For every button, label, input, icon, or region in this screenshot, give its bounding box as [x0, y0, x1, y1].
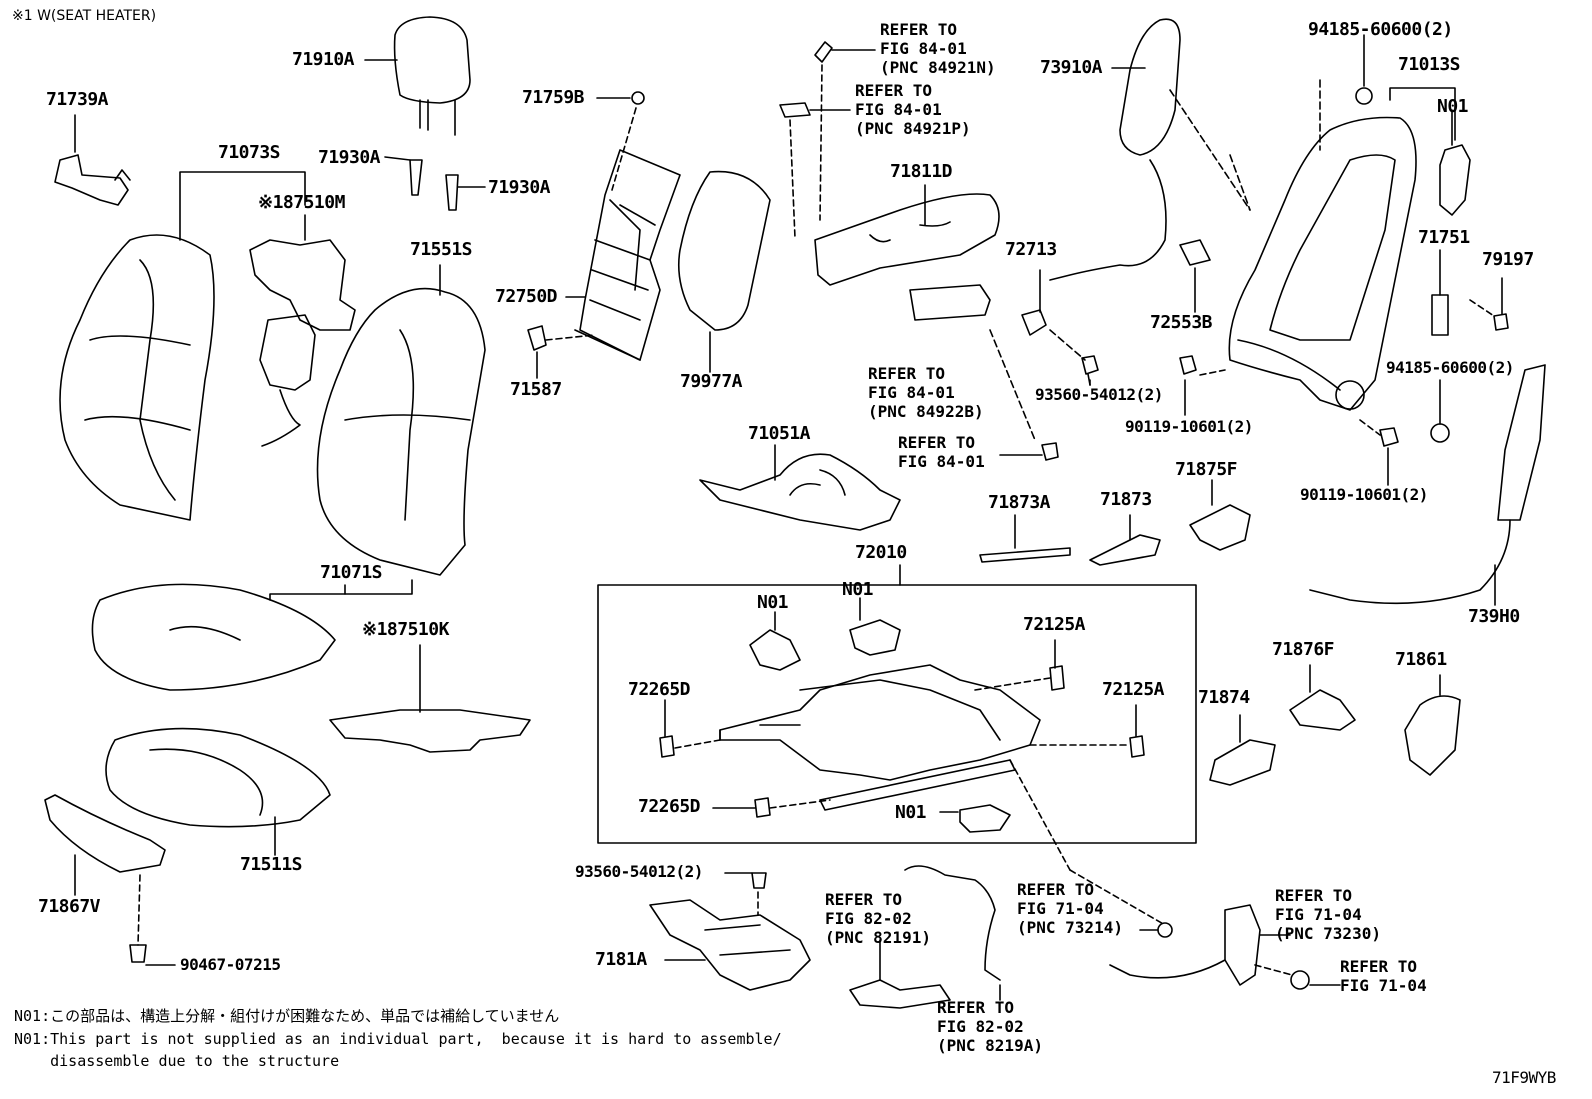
refer-note: REFER TO FIG 84-01 [898, 433, 985, 471]
side-cover-drawing [44, 794, 166, 873]
part-label: 71875F [1175, 459, 1238, 480]
side-shield-drawing [814, 193, 1000, 286]
part-label: 71874 [1198, 687, 1250, 708]
cushion-heater-drawing [329, 709, 531, 753]
seatback-heater-drawing [249, 239, 356, 447]
cover-parts-drawing [779, 41, 833, 118]
clip-90467-drawing [129, 944, 147, 963]
footnote-english-2: disassemble due to the structure [14, 1052, 340, 1070]
refer-note: REFER TO FIG 84-01 (PNC 84922B) [868, 364, 984, 421]
part-label: 73910A [1040, 57, 1103, 78]
clip-71587-drawing [527, 325, 547, 351]
part-label: 71861 [1395, 649, 1447, 670]
refer-note: REFER TO FIG 84-01 (PNC 84921N) [880, 20, 996, 77]
refer-note: REFER TO FIG 71-04 (PNC 73230) [1275, 886, 1381, 943]
seatback-cover-drawing [59, 234, 215, 521]
part-label: 71013S [1398, 54, 1461, 75]
motors-drawing [749, 619, 1011, 833]
seatback-frame-drawing [1228, 116, 1417, 411]
seatback-pad-drawing [316, 287, 486, 576]
lever-parts-drawing [1209, 689, 1461, 786]
part-label: 71867V [38, 896, 101, 917]
part-label: 94185-60600(2) [1386, 358, 1514, 377]
refer-note: REFER TO FIG 71-04 [1340, 957, 1427, 995]
part-label: N01 [842, 579, 874, 600]
part-label: 739H0 [1468, 606, 1520, 627]
part-label: N01 [895, 802, 927, 823]
part-label: ※187510M [258, 192, 345, 213]
seatback-board-drawing [677, 170, 771, 331]
seat-track-box [597, 584, 1197, 844]
part-label: N01 [1437, 96, 1469, 117]
part-label: 71511S [240, 854, 303, 875]
seat-cushion-cover-drawing [91, 583, 336, 691]
part-label: 93560-54012(2) [1035, 385, 1163, 404]
part-label: 90119-10601(2) [1300, 485, 1428, 504]
part-label: 72010 [855, 542, 907, 563]
track-clips-drawing [659, 665, 1145, 818]
part-label: 71876F [1272, 639, 1335, 660]
image-code: 71F9WYB [1492, 1068, 1556, 1087]
part-label: 72750D [495, 286, 558, 307]
part-label: 94185-60600(2) [1308, 19, 1453, 40]
strip-71751-drawing [1431, 294, 1449, 336]
part-label: 79197 [1482, 249, 1534, 270]
nut-drawing [631, 91, 645, 105]
part-label: 71873 [1100, 489, 1152, 510]
bolt-93560b-drawing [751, 872, 767, 889]
wire-harness-drawing [699, 453, 901, 531]
side-airbag-drawing [1309, 364, 1546, 605]
part-label: 72265D [628, 679, 691, 700]
part-label: 79977A [680, 371, 743, 392]
headrest-drawing [393, 16, 471, 136]
part-label: 71751 [1418, 227, 1470, 248]
part-label: 71873A [988, 492, 1051, 513]
motor-n01-top-drawing [1439, 144, 1471, 216]
part-label: 72125A [1102, 679, 1165, 700]
part-label: 72553B [1150, 312, 1213, 333]
part-label: 71811D [890, 161, 953, 182]
part-label: 71759B [522, 87, 585, 108]
part-label: 72713 [1005, 239, 1057, 260]
part-label: 90467-07215 [180, 955, 281, 974]
part-label: 71051A [748, 423, 811, 444]
part-label: 90119-10601(2) [1125, 417, 1253, 436]
seatbelt-parts-drawing [1109, 904, 1310, 990]
part-label: 71073S [218, 142, 281, 163]
refer-note: REFER TO FIG 82-02 (PNC 8219A) [937, 998, 1043, 1055]
refer-note: REFER TO FIG 84-01 (PNC 84921P) [855, 81, 971, 138]
refer-note: REFER TO FIG 71-04 (PNC 73214) [1017, 880, 1123, 937]
refer-note: REFER TO FIG 82-02 (PNC 82191) [825, 890, 931, 947]
wiring-82-02-drawing [849, 865, 1001, 1009]
airbag-drawing [1049, 18, 1181, 281]
part-label: 71587 [510, 379, 562, 400]
footnote-japanese: N01:この部品は、構造上分解・組付けが困難なため、単品では補給していません [14, 1007, 560, 1025]
part-label: N01 [757, 592, 789, 613]
part-label: 71739A [46, 89, 109, 110]
part-label: 71930A [488, 177, 551, 198]
part-label: 71071S [320, 562, 383, 583]
part-label: 71910A [292, 49, 355, 70]
part-label: 7181A [595, 949, 647, 970]
part-label: 71551S [410, 239, 473, 260]
part-label: 93560-54012(2) [575, 862, 703, 881]
small-links-drawing [979, 504, 1251, 566]
part-label: 72125A [1023, 614, 1086, 635]
bracket-71739a-drawing [54, 154, 131, 206]
part-label: ※187510K [362, 619, 449, 640]
footnote-english-1: N01:This part is not supplied as an indi… [14, 1030, 782, 1048]
small-brackets-drawing [909, 239, 1211, 336]
part-label: 71930A [318, 147, 381, 168]
lumbar-support-drawing [574, 149, 681, 361]
seat-track-drawing [719, 664, 1041, 811]
header-note: ※1 W(SEAT HEATER) [12, 8, 157, 24]
part-label: 72265D [638, 796, 701, 817]
seat-cushion-pad-drawing [105, 727, 331, 828]
headrest-guides-drawing [409, 159, 459, 211]
bracket-7181a-drawing [649, 899, 811, 991]
